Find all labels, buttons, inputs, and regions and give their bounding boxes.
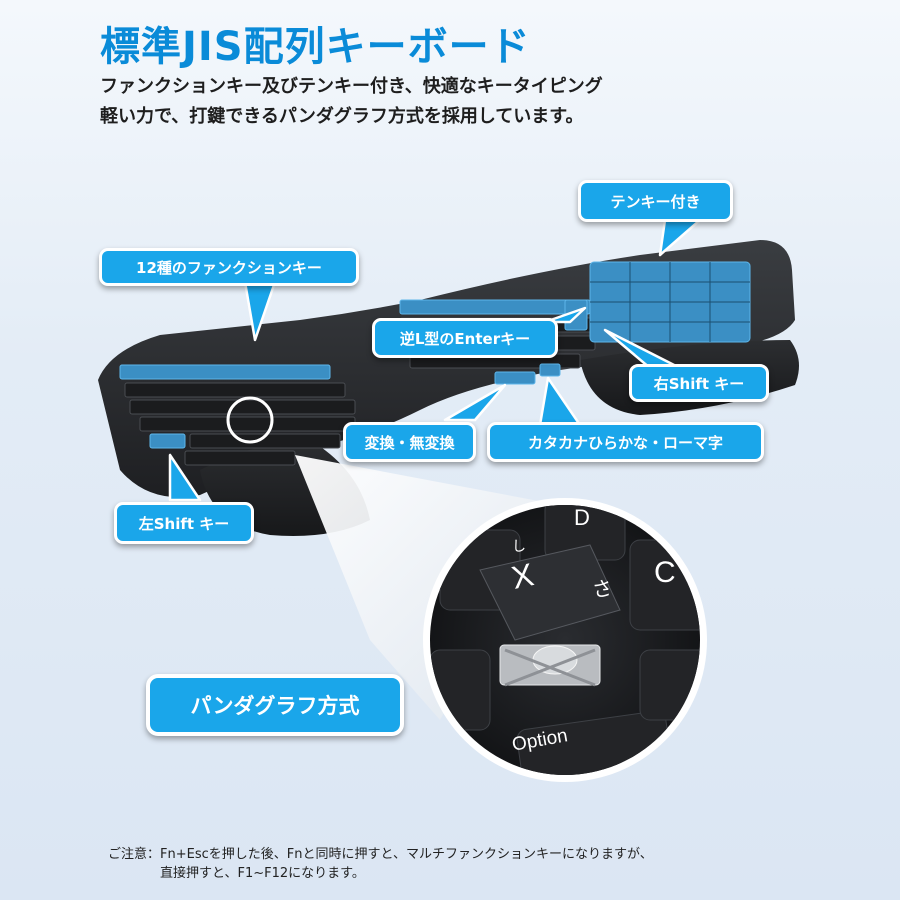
pantograph-mechanism xyxy=(499,644,601,687)
tail-kana xyxy=(538,376,582,427)
tail-enter xyxy=(543,306,587,324)
zoom-source-circle xyxy=(226,396,274,444)
callout-henkan: 変換・無変換 xyxy=(343,422,476,462)
callout-enter: 逆L型のEnterキー xyxy=(372,318,558,358)
callout-right-shift: 右Shift キー xyxy=(629,364,769,402)
footnote-line-2: 直接押すと、F1~F12になります。 xyxy=(160,866,365,881)
footnote: ご注意： Fn+Escを押した後、Fnと同時に押すと、マルチファンクションキーに… xyxy=(108,845,868,883)
closeup-key-top-kana: し xyxy=(512,539,526,555)
subtitle-line-1: ファンクションキー及びテンキー付き、快適なキータイピング xyxy=(100,76,603,97)
closeup-key-c-letter: C xyxy=(654,556,676,589)
callout-left-shift: 左Shift キー xyxy=(114,502,254,544)
tail-henkan xyxy=(443,383,507,422)
footnote-label: ご注意： xyxy=(108,847,161,862)
callout-kana: カタカナひらかな・ローマ字 xyxy=(487,422,764,462)
footnote-line-1: Fn+Escを押した後、Fnと同時に押すと、マルチファンクションキーになりますが… xyxy=(160,847,653,862)
tail-left-shift xyxy=(168,453,202,502)
page-title: 標準JIS配列キーボード xyxy=(100,24,531,70)
closeup-key-d-letter: D xyxy=(574,505,590,530)
callout-tenkey: テンキー付き xyxy=(578,180,733,222)
lifted-key xyxy=(479,544,621,641)
callout-pantograph: パンダグラフ方式 xyxy=(146,674,404,736)
left-key-cluster xyxy=(119,364,356,466)
callout-function-keys: 12種のファンクションキー xyxy=(99,248,359,286)
subtitle-line-2: 軽い力で、打鍵できるパンダグラフ方式を採用しています。 xyxy=(100,106,584,127)
subtitle: ファンクションキー及びテンキー付き、快適なキータイピング 軽い力で、打鍵できるパ… xyxy=(100,72,860,132)
